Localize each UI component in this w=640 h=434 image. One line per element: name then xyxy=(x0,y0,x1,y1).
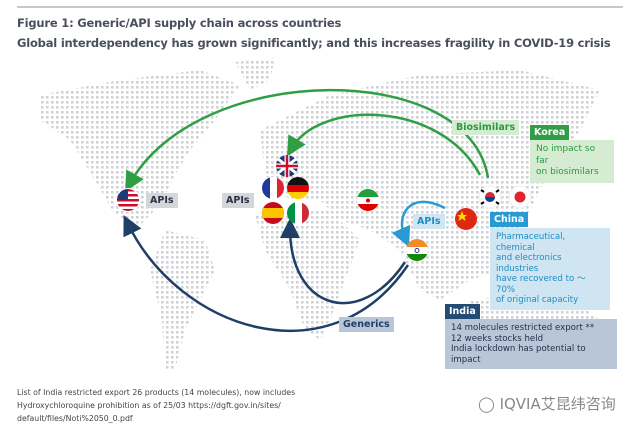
korea-title: Korea xyxy=(530,125,570,140)
biosimilars-label: Biosimilars xyxy=(452,120,520,135)
generics-label: Generics xyxy=(339,317,394,332)
china-apis-label: APIs xyxy=(413,214,445,229)
figure-title: Figure 1: Generic/API supply chain acros… xyxy=(17,16,342,30)
footnote: List of India restricted export 26 produ… xyxy=(17,386,295,425)
china-title: China xyxy=(490,212,529,227)
korea-line: on biosimilars xyxy=(536,167,599,177)
figure-subtitle: Global interdependency has grown signifi… xyxy=(17,36,611,50)
spain-flag-icon xyxy=(262,202,284,224)
iran-flag-icon xyxy=(357,189,379,211)
biosimilars-arrow-us xyxy=(125,88,490,192)
watermark-text: IQVIA艾昆纬咨询 xyxy=(499,395,616,413)
us-flag-icon xyxy=(116,188,140,212)
footnote-line: List of India restricted export 26 produ… xyxy=(17,388,296,397)
china-line: of original capacity xyxy=(496,295,579,305)
france-flag-icon xyxy=(262,177,284,199)
india-line: 12 weeks stocks held xyxy=(451,333,544,344)
generics-arrow-us xyxy=(123,215,410,332)
china-box: Pharmaceutical, chemical and electronics… xyxy=(490,228,610,310)
us-apis-label: APIs xyxy=(146,193,178,208)
china-line: Pharmaceutical, chemical xyxy=(496,232,566,253)
india-line: 14 molecules restricted export ** xyxy=(451,323,595,333)
biosimilars-arrow-europe xyxy=(286,113,482,176)
europe-apis-label: APIs xyxy=(222,193,254,208)
india-title: India xyxy=(445,304,480,319)
china-line: have recovered to ～70% xyxy=(496,274,586,295)
wechat-icon: ◯ xyxy=(478,395,500,413)
footnote-line: Hydroxychloroquine prohibition as of 25/… xyxy=(17,401,281,410)
japan-flag-icon xyxy=(508,185,532,209)
italy-flag-icon xyxy=(287,202,309,224)
india-flag-icon xyxy=(406,239,428,261)
korea-box: No impact so far on biosimilars xyxy=(530,140,614,183)
germany-flag-icon xyxy=(287,177,309,199)
watermark: ◯ IQVIA艾昆纬咨询 xyxy=(478,393,616,414)
china-line: and electronics industries xyxy=(496,253,562,274)
india-box: 14 molecules restricted export ** 12 wee… xyxy=(445,319,617,369)
top-divider xyxy=(17,6,623,8)
apis-arrow-china-india xyxy=(391,200,446,248)
footnote-line: default/files/Noti%2050_0.pdf xyxy=(17,414,133,423)
india-line: India lockdown has potential to impact xyxy=(451,344,586,365)
uk-flag-icon xyxy=(276,155,298,177)
china-flag-icon xyxy=(455,208,477,230)
generics-arrow-europe xyxy=(280,218,407,305)
korea-flag-icon xyxy=(478,185,502,209)
korea-line: No impact so far xyxy=(536,144,596,166)
